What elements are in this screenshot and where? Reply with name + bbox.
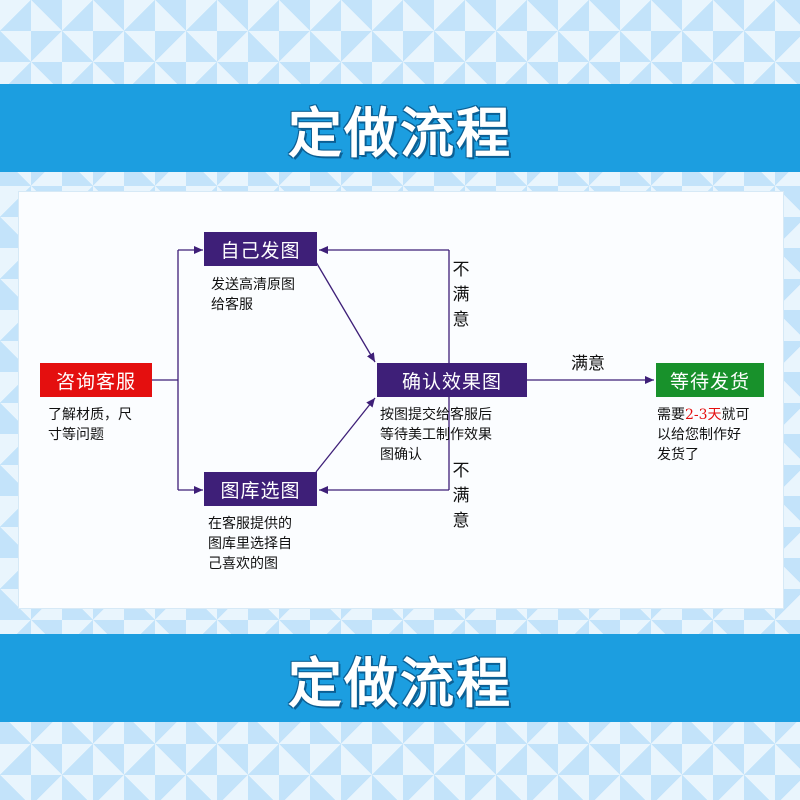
- desc-suffix: 就可: [721, 407, 750, 423]
- banner-title: 定做流程: [288, 101, 512, 165]
- node-confirm-label: 确认效果图: [401, 370, 502, 393]
- desc-line: 发送高清原图: [211, 277, 295, 293]
- node-send-image-label: 自己发图: [220, 239, 301, 262]
- desc-line: 等待美工制作效果: [380, 427, 492, 443]
- node-consult-label: 咨询客服: [55, 370, 136, 393]
- edge-gallery-to-confirm: [315, 397, 376, 473]
- node-gallery-label: 图库选图: [220, 479, 301, 502]
- edge-send-to-confirm: [315, 261, 376, 363]
- banner-title-bottom: 定做流程: [288, 651, 512, 715]
- desc-line: 图库里选择自: [208, 536, 292, 552]
- edge-label-unsatisfied-top: 不 满 意: [450, 258, 472, 333]
- node-confirm: 确认效果图: [377, 363, 527, 397]
- node-consult: 咨询客服: [40, 363, 152, 397]
- desc-line: 发货了: [657, 447, 699, 463]
- desc-line: 己喜欢的图: [208, 556, 278, 572]
- flowchart-panel: [18, 191, 784, 609]
- node-send-image-desc: 发送高清原图 给客服: [211, 275, 295, 315]
- edge-label-unsatisfied-bottom: 不 满 意: [450, 459, 472, 534]
- top-banner: 定做流程: [0, 84, 800, 172]
- desc-prefix: 需要: [657, 407, 685, 423]
- node-confirm-desc: 按图提交给客服后 等待美工制作效果 图确认: [380, 405, 492, 465]
- char: 意: [452, 310, 470, 330]
- char: 不: [452, 461, 470, 481]
- node-ship: 等待发货: [656, 363, 764, 397]
- desc-line: 按图提交给客服后: [380, 407, 492, 423]
- node-ship-desc: 需要2-3天就可 以给您制作好 发货了: [657, 405, 750, 465]
- desc-line: 寸等问题: [48, 427, 104, 443]
- edge-label-satisfied: 满意: [571, 354, 605, 374]
- char: 满: [452, 486, 470, 506]
- desc-line: 图确认: [380, 447, 422, 463]
- char: 意: [452, 511, 470, 531]
- node-consult-desc: 了解材质，尺 寸等问题: [48, 405, 132, 445]
- desc-line: 给客服: [211, 297, 253, 313]
- node-send-image: 自己发图: [204, 232, 317, 266]
- char: 满: [452, 285, 470, 305]
- desc-highlight: 2-3天: [685, 407, 722, 423]
- node-gallery-desc: 在客服提供的 图库里选择自 己喜欢的图: [208, 514, 292, 574]
- desc-line: 了解材质，尺: [48, 407, 132, 423]
- node-ship-label: 等待发货: [669, 370, 750, 393]
- char: 不: [452, 260, 470, 280]
- desc-line: 以给您制作好: [657, 427, 741, 443]
- node-gallery: 图库选图: [204, 472, 317, 506]
- bottom-banner: 定做流程: [0, 634, 800, 722]
- desc-line: 在客服提供的: [208, 516, 292, 532]
- desc-line: 需要2-3天就可: [657, 405, 750, 425]
